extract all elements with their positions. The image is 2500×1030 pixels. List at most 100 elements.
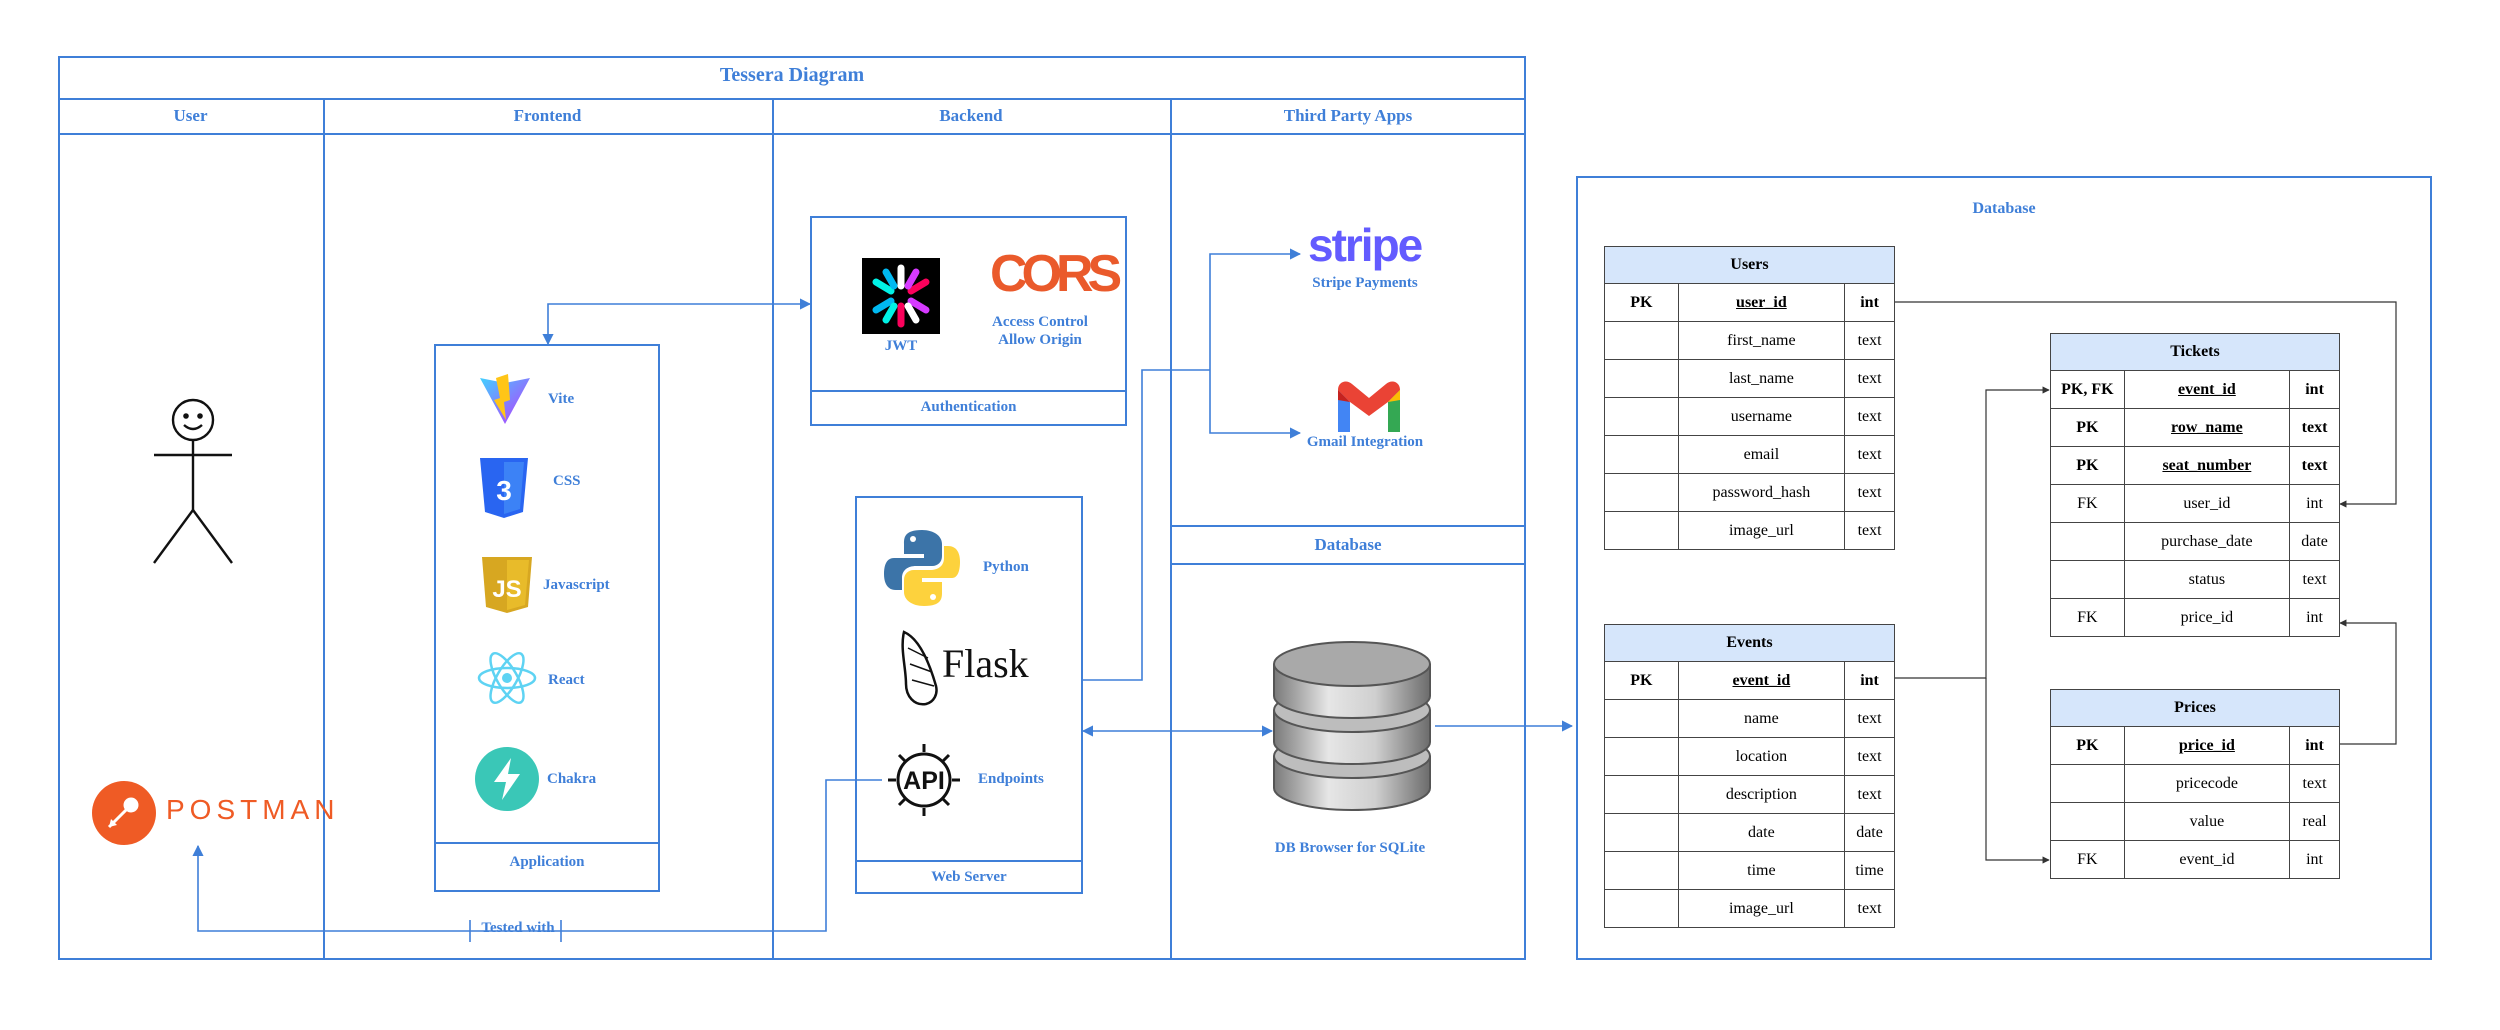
er-prices-tickets [2339, 619, 2397, 745]
table-cell: FK [2050, 840, 2125, 879]
vite-logo-icon [480, 374, 530, 424]
cors-label-line2: Allow Origin [998, 332, 1082, 348]
table-cell: PK [2050, 408, 2125, 447]
table-cell: FK [2050, 598, 2125, 637]
table-cell: time [1844, 851, 1895, 890]
svg-text:JS: JS [492, 576, 521, 603]
table-cell: date [1844, 813, 1895, 852]
css-logo-icon: 3 [480, 458, 528, 518]
table-cell: first_name [1677, 321, 1846, 360]
lane-divider-1 [323, 98, 325, 960]
table-cell: text [1844, 775, 1895, 814]
authentication-label: Authentication [920, 399, 1017, 415]
user-stick-figure-icon [153, 398, 233, 564]
api-gear-icon: API [888, 744, 960, 816]
table-cell: last_name [1677, 359, 1846, 398]
table-cell: int [1844, 661, 1895, 700]
table-cell [1604, 851, 1679, 890]
events-table-name: Events [1604, 624, 1895, 662]
table-cell: event_id [2123, 840, 2291, 879]
edge-app-auth [542, 298, 812, 346]
python-label: Python [983, 559, 1029, 575]
cors-logo: CORS [990, 245, 1122, 303]
web-server-label: Web Server [931, 869, 1007, 885]
table-cell [1604, 699, 1679, 738]
table-cell: text [2289, 408, 2340, 447]
stripe-label: Stripe Payments [1312, 275, 1418, 291]
table-cell: price_id [2123, 726, 2291, 765]
javascript-logo-icon: JS [482, 557, 532, 613]
table-cell [1604, 889, 1679, 928]
lane-third-party: Third Party Apps [1283, 106, 1413, 125]
table-cell: email [1677, 435, 1846, 474]
stripe-logo: stripe [1308, 219, 1423, 271]
lane-divider-2 [772, 98, 774, 960]
postman-wordmark: POSTMAN [166, 794, 340, 825]
flask-horn-icon [901, 630, 938, 706]
authentication-divider [810, 390, 1127, 392]
table-cell: text [1844, 699, 1895, 738]
jwt-logo-icon [862, 258, 940, 334]
db-lane-top [1170, 525, 1526, 527]
table-cell: username [1677, 397, 1846, 436]
web-server-divider [855, 860, 1083, 862]
tested-with-label: Tested with [481, 920, 555, 936]
table-cell [1604, 359, 1679, 398]
er-users-tickets [1894, 301, 2397, 508]
table-cell: text [1844, 889, 1895, 928]
table-cell: real [2289, 802, 2340, 841]
edge-endpoints-postman [192, 779, 882, 932]
svg-text:3: 3 [496, 475, 512, 506]
gmail-logo-icon [1338, 381, 1400, 432]
table-cell: text [2289, 764, 2340, 803]
table-cell: date [1677, 813, 1846, 852]
table-cell: event_id [1677, 661, 1846, 700]
lane-divider-3 [1170, 98, 1172, 960]
table-cell: image_url [1677, 511, 1846, 550]
table-cell: int [2289, 726, 2340, 765]
flask-wordmark: Flask [942, 641, 1029, 686]
table-cell: text [1844, 359, 1895, 398]
table-cell: text [1844, 435, 1895, 474]
prices-table-name: Prices [2050, 689, 2340, 727]
table-cell: seat_number [2123, 446, 2291, 485]
lane-user: User [173, 106, 208, 125]
table-cell: event_id [2123, 370, 2291, 409]
database-panel-title: Database [1972, 200, 2036, 217]
table-cell: time [1677, 851, 1846, 890]
table-cell [1604, 321, 1679, 360]
table-cell: text [1844, 737, 1895, 776]
swimlane-frame [58, 56, 1526, 960]
postman-logo-icon [92, 781, 156, 845]
endpoints-label: Endpoints [978, 771, 1044, 787]
api-gear-label: API [903, 767, 945, 795]
edge-to-gmail [1209, 370, 1302, 439]
table-cell [1604, 511, 1679, 550]
table-cell [1604, 397, 1679, 436]
table-cell [1604, 435, 1679, 474]
table-cell [1604, 813, 1679, 852]
table-cell [2050, 560, 2125, 599]
chakra-label: Chakra [547, 771, 597, 787]
edge-to-stripe [1209, 248, 1302, 370]
table-cell: description [1677, 775, 1846, 814]
table-cell: text [1844, 511, 1895, 550]
table-cell: int [2289, 840, 2340, 879]
